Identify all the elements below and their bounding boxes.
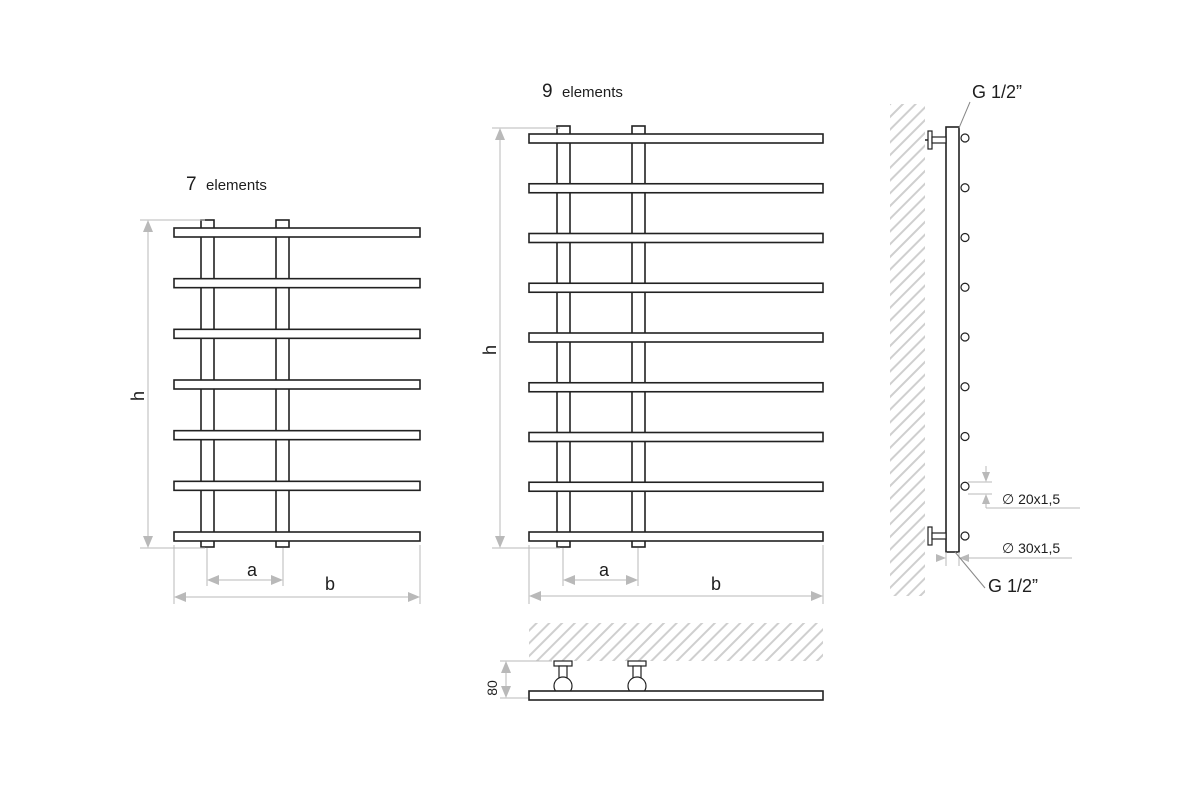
rail-end-4 [960, 282, 970, 292]
tube-large-label: ∅ 30x1,5 [1002, 540, 1060, 556]
spacing-label-7: a [247, 560, 258, 580]
height-dimension-9: h [480, 127, 560, 549]
height-dimension-7: h [128, 219, 205, 549]
horizontal-rail-2 [528, 182, 824, 194]
horizontal-rail-7 [173, 531, 421, 542]
height-label-7: h [128, 391, 148, 401]
thread-top-callout: G 1/2” [958, 82, 1022, 129]
spacing-label-9: a [599, 560, 610, 580]
title-9-word: elements [562, 84, 623, 101]
horizontal-rail-1 [173, 227, 421, 238]
horizontal-rail-4 [173, 379, 421, 390]
front-view-7-elements: 7 elements h a b [128, 174, 421, 604]
tube-small-label: ∅ 20x1,5 [1002, 491, 1060, 507]
title-9-elements: 9 elements [542, 81, 623, 102]
rail-end-1 [960, 133, 970, 143]
tube-small-dimension: ∅ 20x1,5 [968, 466, 1080, 509]
width-dimension-9: b [528, 545, 824, 604]
title-9-count: 9 [542, 81, 553, 102]
front-view-9-elements: 9 elements h a b [480, 81, 824, 604]
rail-end-2 [960, 183, 970, 193]
side-view: G 1/2” ∅ 20x1,5 ∅ 30x1,5 G 1/2” [890, 82, 1080, 596]
horizontal-rail-9 [528, 531, 824, 542]
horizontal-rail-6 [528, 381, 824, 393]
wall-hatch-bottom [529, 623, 823, 661]
horizontal-rail-5 [173, 429, 421, 441]
rails-9 [528, 125, 824, 548]
horizontal-rail-2 [173, 277, 421, 289]
width-label-7: b [325, 574, 335, 594]
bracket-right [627, 660, 647, 696]
wall-hatch-side [890, 104, 925, 596]
rail-end-5 [960, 332, 970, 342]
thread-bottom-label: G 1/2” [988, 576, 1038, 596]
horizontal-rail-3 [173, 328, 421, 340]
width-label-9: b [711, 574, 721, 594]
rail-end-9 [960, 531, 970, 541]
rail-end-8 [960, 481, 970, 491]
rail-ends [960, 133, 970, 541]
height-label-9: h [480, 345, 500, 355]
title-7-word: elements [206, 177, 267, 194]
side-bracket-bottom [927, 526, 947, 546]
rail-end-6 [960, 382, 970, 392]
collector-tube [945, 126, 960, 553]
tube-large-dimension: ∅ 30x1,5 [936, 540, 1072, 566]
horizontal-rail-7 [528, 431, 824, 443]
horizontal-rail-1 [528, 133, 824, 144]
title-7-elements: 7 elements [186, 174, 267, 195]
thread-top-label: G 1/2” [972, 82, 1022, 102]
top-view: 80 [484, 623, 824, 701]
depth-dimension: 80 [484, 660, 552, 699]
horizontal-rail-8 [528, 481, 824, 493]
horizontal-rail-3 [528, 232, 824, 244]
spacing-dimension-9: a [562, 548, 639, 586]
title-7-count: 7 [186, 174, 197, 195]
horizontal-rail-6 [173, 480, 421, 492]
thread-bottom-callout: G 1/2” [954, 551, 1038, 596]
horizontal-rail-4 [528, 282, 824, 294]
bracket-left [553, 660, 573, 696]
rails-7 [173, 219, 421, 548]
depth-label: 80 [484, 680, 500, 696]
rail-end-7 [960, 431, 970, 442]
horizontal-rail-5 [528, 332, 824, 343]
side-bracket-top [925, 130, 947, 150]
width-dimension-7: b [173, 545, 421, 604]
rail-end-3 [960, 232, 970, 243]
top-view-rail [528, 690, 824, 701]
spacing-dimension-7: a [206, 548, 284, 586]
